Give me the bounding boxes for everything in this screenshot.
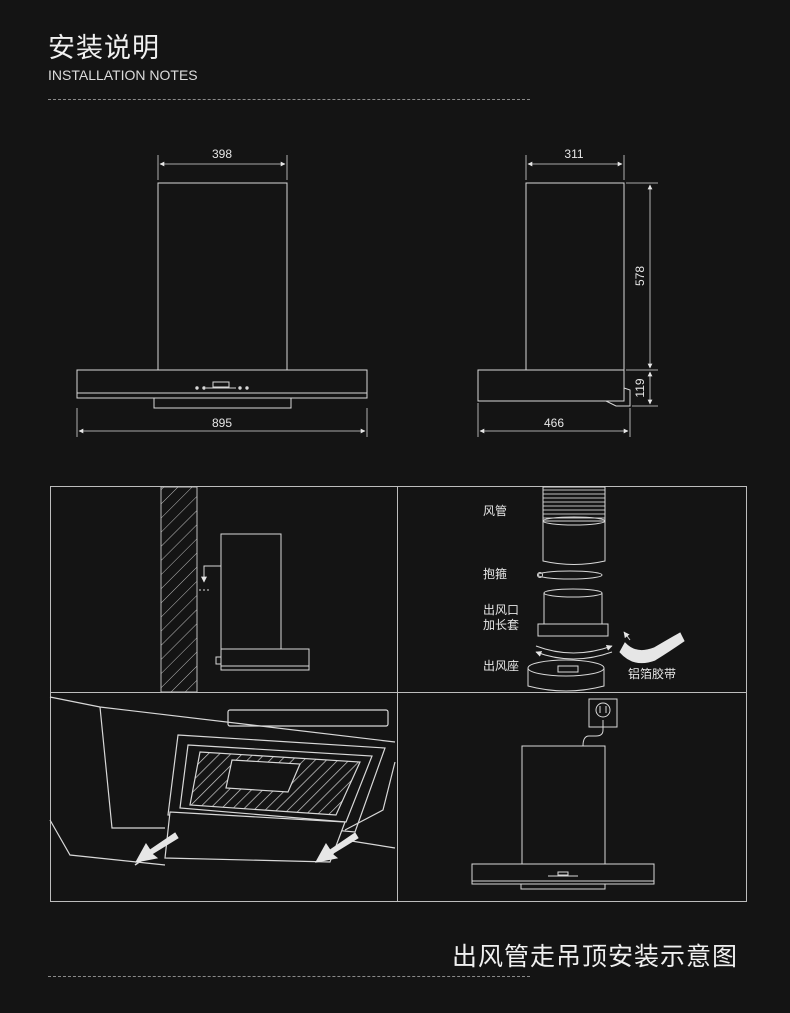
removal-arrows	[135, 832, 359, 863]
front-view	[76, 155, 368, 437]
label-extension-1: 出风口	[483, 603, 519, 617]
panel-grid	[50, 486, 747, 902]
arrow-right-icon	[315, 832, 359, 863]
hood-underside	[167, 734, 386, 833]
label-foil-tape: 铝箔胶带	[628, 666, 676, 681]
side-view	[477, 155, 658, 437]
mounted-chimney	[220, 533, 282, 650]
front-chimney	[157, 182, 288, 371]
front-hood-lip	[153, 397, 292, 409]
panel-wall-mount	[160, 486, 310, 693]
clamp-ring	[537, 570, 603, 580]
side-chimney	[525, 182, 625, 371]
power-cable	[582, 720, 604, 747]
page-title: 安装说明	[48, 33, 160, 64]
label-outlet-base: 出风座	[483, 658, 519, 673]
dim-label-578: 578	[633, 266, 647, 286]
dim-label-466: 466	[544, 416, 564, 430]
panel-power	[471, 698, 655, 890]
dim-label-119: 119	[633, 378, 647, 397]
footer-divider	[48, 976, 530, 977]
page-subtitle: INSTALLATION NOTES	[48, 67, 198, 83]
panel-filter-removal	[49, 696, 396, 866]
side-hood	[477, 369, 625, 402]
label-duct: 风管	[483, 503, 507, 518]
header-divider	[48, 99, 530, 100]
outlet-base	[527, 659, 605, 677]
arrow-left-icon	[135, 832, 179, 863]
wall-section	[160, 486, 198, 693]
control-panel	[212, 381, 230, 388]
footer-caption: 出风管走吊顶安装示意图	[451, 942, 738, 971]
installed-chimney	[521, 745, 606, 865]
extension-sleeve	[543, 593, 603, 625]
dim-label-311: 311	[564, 147, 583, 161]
dim-label-895: 895	[212, 416, 232, 430]
label-extension-2: 加长套	[483, 618, 519, 632]
front-hood	[76, 369, 368, 399]
mounted-hood	[220, 648, 310, 671]
panel-duct-parts	[527, 486, 685, 692]
label-clamp: 抱箍	[483, 566, 507, 581]
dim-label-398: 398	[212, 147, 232, 161]
duct-tube	[542, 486, 606, 522]
foil-tape-icon	[619, 632, 685, 664]
